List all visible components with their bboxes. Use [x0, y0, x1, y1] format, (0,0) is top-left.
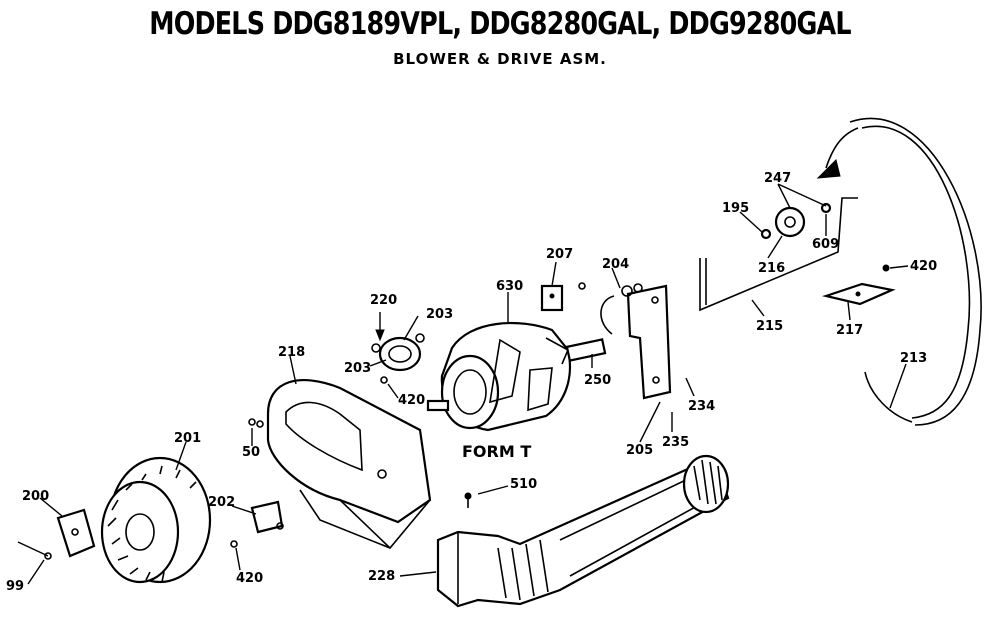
- label-99: 99: [6, 579, 24, 594]
- label-50: 50: [242, 445, 260, 460]
- motor-switch: [540, 282, 586, 312]
- screw-50: [248, 418, 256, 426]
- screw-420-right: [882, 264, 890, 272]
- screw-510: [464, 492, 472, 508]
- leader-lines: [27, 183, 909, 585]
- label-609: 609: [812, 237, 839, 252]
- part-labels: 99 200 201 202 420 50 218 220 203 203 42…: [6, 171, 937, 594]
- page-title: MODELS DDG8189VPL, DDG8280GAL, DDG9280GA…: [149, 6, 851, 42]
- label-420-bottom: 420: [236, 571, 263, 586]
- label-203-left: 203: [344, 361, 371, 376]
- motor-mount-ring: [371, 312, 425, 384]
- idler-plate: [821, 282, 896, 306]
- blower-bracket: [17, 508, 96, 560]
- label-220: 220: [370, 293, 397, 308]
- label-217: 217: [836, 323, 863, 338]
- label-202: 202: [208, 495, 235, 510]
- drum-belt: [816, 117, 982, 426]
- label-420-middle: 420: [398, 393, 425, 408]
- label-247: 247: [764, 171, 791, 186]
- label-200: 200: [22, 489, 49, 504]
- label-205: 205: [626, 443, 653, 458]
- motor-bracket: [626, 284, 672, 400]
- label-630: 630: [496, 279, 523, 294]
- label-215: 215: [756, 319, 783, 334]
- label-216: 216: [758, 261, 785, 276]
- label-420-right: 420: [910, 259, 937, 274]
- blower-clip: [230, 500, 284, 548]
- form-label: FORM T: [462, 442, 531, 461]
- label-235: 235: [662, 435, 689, 450]
- label-195: 195: [722, 201, 749, 216]
- idler-assembly: [699, 197, 858, 312]
- label-204: 204: [602, 257, 629, 272]
- label-234: 234: [688, 399, 715, 414]
- label-213: 213: [900, 351, 927, 366]
- motor-clamp: [600, 283, 643, 335]
- label-203-top: 203: [426, 307, 453, 322]
- drive-motor: [426, 321, 607, 432]
- exhaust-duct: [436, 454, 730, 608]
- label-201: 201: [174, 431, 201, 446]
- page-subtitle: BLOWER & DRIVE ASM.: [393, 50, 607, 68]
- label-218: 218: [278, 345, 305, 360]
- blower-wheel: [100, 456, 212, 584]
- blower-housing: [256, 379, 432, 549]
- label-510: 510: [510, 477, 537, 492]
- label-228: 228: [368, 569, 395, 584]
- label-207: 207: [546, 247, 573, 262]
- label-250: 250: [584, 373, 611, 388]
